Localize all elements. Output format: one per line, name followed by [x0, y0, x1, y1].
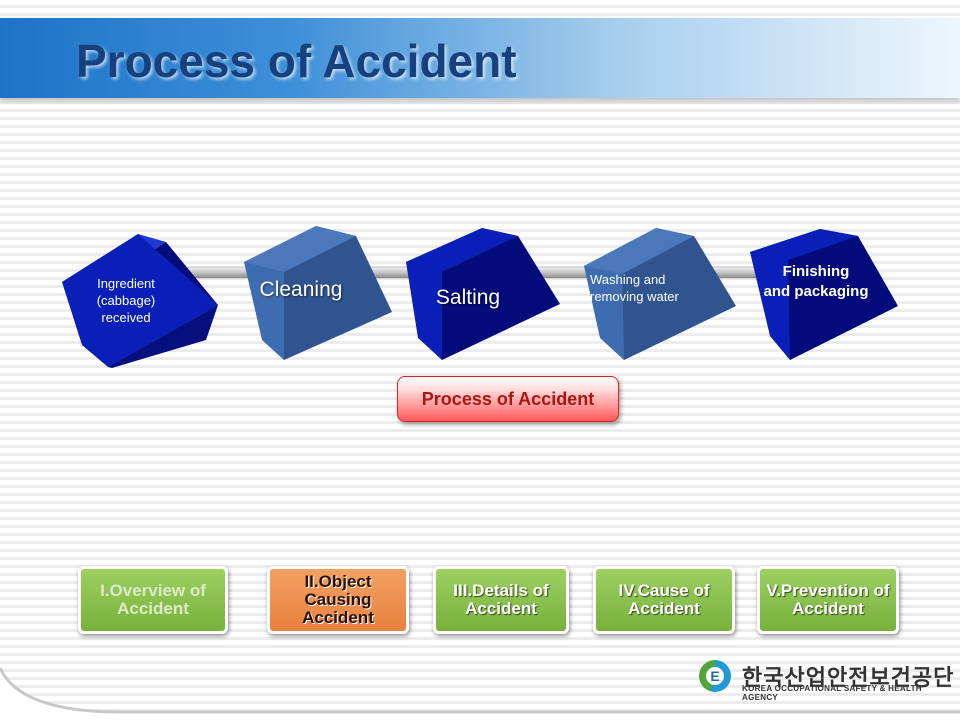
step-label-3: Salting — [435, 286, 501, 309]
nav-object-button[interactable]: II.Object Causing Accident — [267, 566, 409, 634]
current-section-button[interactable]: Process of Accident — [397, 376, 619, 422]
agency-name-english: KOREA OCCUPATIONAL SAFETY & HEALTH AGENC… — [742, 684, 922, 702]
step-label-2: Cleaning — [259, 278, 343, 301]
step-cube-3 — [406, 228, 560, 360]
step-cube-2 — [244, 226, 392, 360]
page-title: Process of Accident — [76, 35, 517, 87]
nav-prevention-button[interactable]: V.Prevention of Accident — [757, 566, 899, 634]
step-label-4: Washing and removing water — [590, 272, 679, 304]
step-label-1: Ingredient (cabbage) received — [96, 276, 156, 325]
agency-logo-icon: E — [699, 660, 731, 692]
footer-curve — [0, 667, 960, 720]
nav-overview-button[interactable]: I.Overview of Accident — [78, 566, 228, 634]
agency-name-korean: 한국산업안전보건공단 — [742, 665, 955, 690]
nav-cause-button[interactable]: IV.Cause of Accident — [593, 566, 735, 634]
step-cube-5 — [750, 229, 898, 360]
step-cube-4 — [584, 228, 736, 360]
step-cube-1 — [62, 234, 218, 368]
step-label-5: Finishing and packaging — [763, 263, 869, 300]
header-bar — [0, 18, 960, 98]
nav-details-button[interactable]: III.Details of Accident — [433, 566, 569, 634]
